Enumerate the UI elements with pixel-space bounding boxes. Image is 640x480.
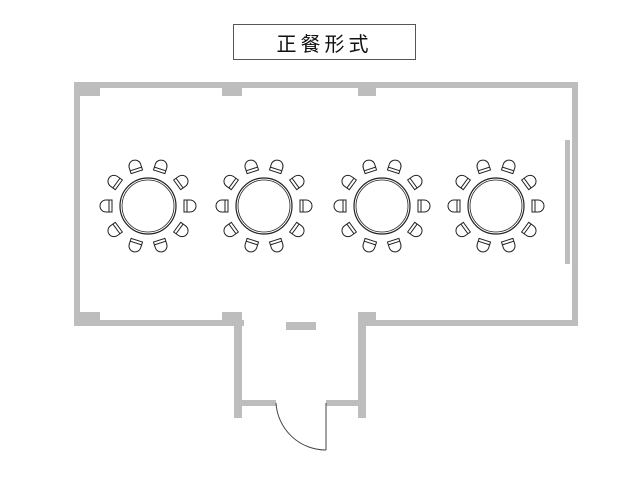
- table-top: [235, 177, 293, 235]
- door: [275, 402, 327, 451]
- chair: [223, 221, 240, 238]
- diagram-title: 正餐形式: [276, 31, 373, 56]
- chair: [268, 159, 284, 175]
- chair: [215, 199, 229, 213]
- chair: [128, 159, 144, 175]
- wall-right: [572, 82, 578, 326]
- entrance-mat: [286, 322, 316, 330]
- corridor-wall-left: [234, 312, 242, 418]
- chair: [172, 221, 189, 238]
- chair: [152, 237, 168, 253]
- chair: [455, 221, 472, 238]
- wall-bottom-left: [74, 320, 244, 326]
- corridor-wall-bottom-right: [326, 400, 366, 406]
- chair: [288, 174, 305, 191]
- chair: [406, 221, 423, 238]
- chair: [406, 174, 423, 191]
- chair: [333, 199, 347, 213]
- pillar-bottom-mid-2: [358, 312, 376, 320]
- table-top: [353, 177, 411, 235]
- chair: [183, 199, 197, 213]
- chair: [476, 237, 492, 253]
- wall-bottom-right: [358, 320, 578, 326]
- chair: [107, 221, 124, 238]
- chair: [341, 221, 358, 238]
- chair: [99, 199, 113, 213]
- pillar-bottom-left: [80, 312, 100, 320]
- chair: [520, 174, 537, 191]
- chair: [520, 221, 537, 238]
- wall-top: [74, 82, 578, 88]
- chair: [288, 221, 305, 238]
- pillar-top-mid-2: [358, 88, 376, 96]
- chair: [268, 237, 284, 253]
- corridor-wall-right: [358, 312, 366, 418]
- round-table-2: [215, 159, 313, 253]
- chair: [107, 174, 124, 191]
- chair: [417, 199, 431, 213]
- chair: [500, 159, 516, 175]
- walls: [74, 82, 578, 418]
- pillar-bottom-mid-1: [222, 312, 242, 320]
- wall-left: [74, 82, 80, 326]
- round-table-3: [333, 159, 431, 253]
- pillar-top-left: [80, 88, 100, 96]
- table-top: [467, 177, 525, 235]
- chair: [476, 159, 492, 175]
- chair: [531, 199, 545, 213]
- pillar-top-mid-1: [222, 88, 242, 96]
- chair: [500, 237, 516, 253]
- chair: [386, 159, 402, 175]
- chair: [341, 174, 358, 191]
- chair: [362, 159, 378, 175]
- table-top: [119, 177, 177, 235]
- chair: [362, 237, 378, 253]
- round-table-4: [447, 159, 545, 253]
- chair: [447, 199, 461, 213]
- corridor-wall-bottom-left: [234, 400, 276, 406]
- chair: [152, 159, 168, 175]
- chair: [244, 237, 260, 253]
- chair: [244, 159, 260, 175]
- chair: [455, 174, 472, 191]
- title-box: 正餐形式: [233, 24, 416, 60]
- chair: [386, 237, 402, 253]
- round-table-1: [99, 159, 197, 253]
- window-strip-right: [565, 140, 570, 264]
- chair: [223, 174, 240, 191]
- chair: [299, 199, 313, 213]
- chair: [172, 174, 189, 191]
- tables-group: [99, 159, 545, 253]
- chair: [128, 237, 144, 253]
